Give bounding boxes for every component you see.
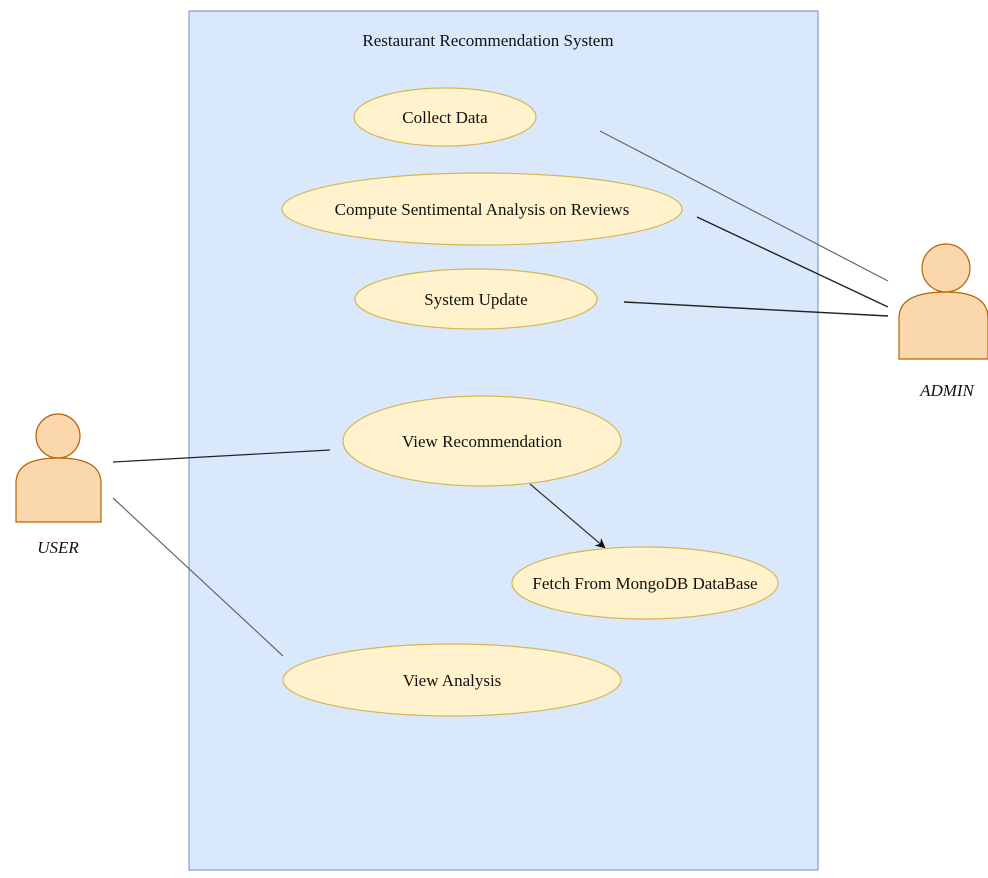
actor-admin[interactable]: ADMIN <box>898 243 988 400</box>
system-title: Restaurant Recommendation System <box>362 31 613 50</box>
usecase-fetch-mongodb-label: Fetch From MongoDB DataBase <box>532 574 757 593</box>
actor-user[interactable]: USER <box>15 413 102 557</box>
usecase-collect-data-label: Collect Data <box>402 108 488 127</box>
usecase-sentiment-analysis-label: Compute Sentimental Analysis on Reviews <box>335 200 630 219</box>
association-admin-sentiment[interactable] <box>696 216 889 308</box>
usecase-system-update-label: System Update <box>424 290 527 309</box>
actor-admin-icon <box>898 243 988 360</box>
usecase-view-recommendation[interactable]: View Recommendation <box>342 395 622 487</box>
actor-user-label: USER <box>37 538 79 557</box>
usecase-view-analysis-label: View Analysis <box>403 671 502 690</box>
association-user-view-analysis[interactable] <box>112 497 284 657</box>
actor-user-icon <box>15 413 102 523</box>
association-user-view-recommendation[interactable] <box>112 449 331 463</box>
usecase-view-recommendation-label: View Recommendation <box>402 432 562 451</box>
association-admin-collect-data[interactable] <box>599 130 889 282</box>
usecase-view-analysis[interactable]: View Analysis <box>282 643 622 717</box>
association-admin-system-update[interactable] <box>623 301 889 317</box>
usecase-sentiment-analysis[interactable]: Compute Sentimental Analysis on Reviews <box>281 172 683 246</box>
usecase-system-update[interactable]: System Update <box>354 268 598 330</box>
include-arrow-fetch-mongodb[interactable] <box>529 483 606 549</box>
usecase-fetch-mongodb[interactable]: Fetch From MongoDB DataBase <box>511 546 779 620</box>
actor-admin-label: ADMIN <box>919 381 975 400</box>
usecase-collect-data[interactable]: Collect Data <box>353 87 537 147</box>
